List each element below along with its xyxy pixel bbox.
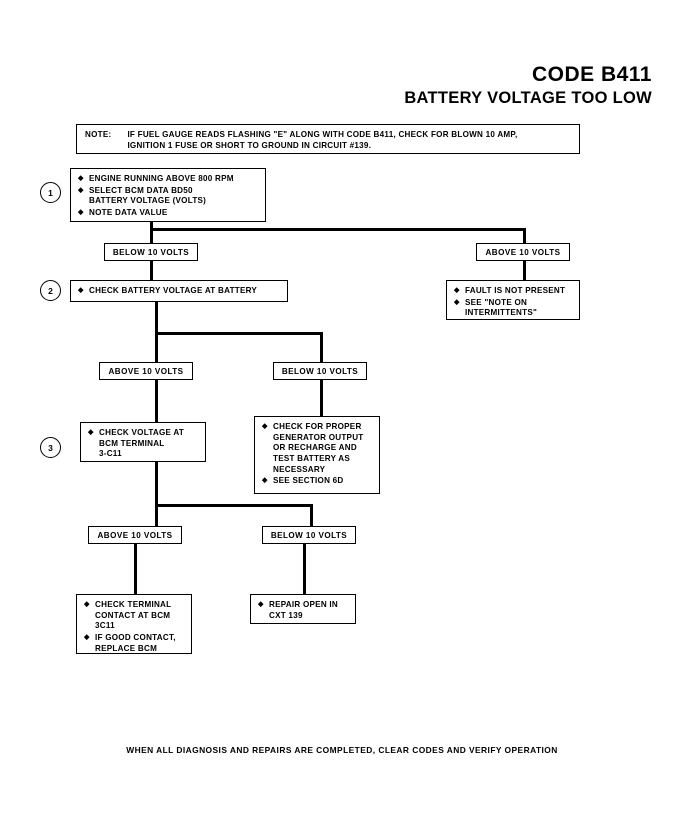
bullet-icon: ◆: [262, 423, 268, 430]
note-line-2: IGNITION 1 FUSE OR SHORT TO GROUND IN CI…: [127, 140, 372, 150]
result-right-bullet-1: ◆ REPAIR OPEN IN CXT 139: [258, 600, 349, 621]
note-box: NOTE: IF FUEL GAUGE READS FLASHING "E" A…: [76, 124, 580, 154]
connector-step2-down: [155, 302, 158, 335]
connector-to-branch2-right: [320, 332, 323, 363]
connector-split-bar-2: [155, 332, 323, 335]
bullet-icon: ◆: [84, 634, 90, 642]
bullet-icon: ◆: [78, 209, 84, 217]
bullet-icon: ◆: [78, 287, 84, 294]
bullet-icon: ◆: [78, 186, 84, 194]
connector-branch2-left-down: [155, 380, 158, 422]
result-left-line-2: CONTACT AT BCM: [95, 610, 171, 620]
branch1-label-right: ABOVE 10 VOLTS: [476, 243, 570, 261]
step2-right-bullet-2-line-2: INTERMITTENTS": [465, 308, 538, 318]
step3-left-line-3: 3-C11: [99, 449, 122, 459]
result-right-line-1: REPAIR OPEN IN: [269, 600, 339, 609]
title-description: BATTERY VOLTAGE TOO LOW: [404, 88, 652, 107]
step3-left-line-2: BCM TERMINAL: [99, 438, 165, 448]
step3-right-line-4: TEST BATTERY AS: [273, 454, 351, 464]
connector-to-branch2-left: [155, 332, 158, 363]
step-marker-1: 1: [40, 182, 61, 203]
connector-to-branch1-right: [523, 228, 526, 244]
step3-left-box: ◆ CHECK VOLTAGE AT BCM TERMINAL 3-C11: [80, 422, 206, 462]
bullet-icon: ◆: [262, 477, 268, 485]
step-marker-2: 2: [40, 280, 61, 301]
note-line-1: IF FUEL GAUGE READS FLASHING "E" ALONG W…: [127, 130, 518, 139]
branch3-label-left: ABOVE 10 VOLTS: [88, 526, 182, 544]
step3-right-bullet-2-text: SEE SECTION 6D: [273, 476, 344, 486]
step3-right-line-5: NECESSARY: [273, 464, 326, 474]
branch1-label-left: BELOW 10 VOLTS: [104, 243, 198, 261]
step1-bullet-2: ◆ SELECT BCM DATA BD50 BATTERY VOLTAGE (…: [78, 186, 259, 207]
step3-left-bullet-1: ◆ CHECK VOLTAGE AT BCM TERMINAL 3-C11: [88, 428, 199, 460]
connector-split-bar-1: [150, 228, 526, 231]
title-code: CODE B411: [531, 63, 652, 86]
step3-right-bullet-2: ◆ SEE SECTION 6D: [262, 476, 373, 487]
connector-branch2-right-down: [320, 380, 323, 416]
note-label: NOTE:: [85, 130, 112, 139]
step3-left-line-1: CHECK VOLTAGE AT: [99, 428, 185, 437]
connector-split-bar-3: [155, 504, 313, 507]
step1-bullet-3: ◆ NOTE DATA VALUE: [78, 208, 259, 219]
step2-left-bullet-1-text: CHECK BATTERY VOLTAGE AT BATTERY: [89, 286, 258, 295]
result-left-line-4: IF GOOD CONTACT,: [95, 633, 176, 643]
page-title: CODE B411 BATTERY VOLTAGE TOO LOW: [404, 63, 652, 108]
step2-right-bullet-1: ◆ FAULT IS NOT PRESENT: [454, 286, 573, 297]
result-left-bullet-2: ◆ IF GOOD CONTACT, REPLACE BCM: [84, 633, 185, 654]
result-left-box: ◆ CHECK TERMINAL CONTACT AT BCM 3C11 ◆ I…: [76, 594, 192, 654]
step1-bullet-1: ◆ ENGINE RUNNING ABOVE 800 RPM: [78, 174, 259, 185]
bullet-icon: ◆: [84, 601, 90, 608]
step2-left-box: ◆ CHECK BATTERY VOLTAGE AT BATTERY: [70, 280, 288, 302]
step2-right-box: ◆ FAULT IS NOT PRESENT ◆ SEE "NOTE ON IN…: [446, 280, 580, 320]
bullet-icon: ◆: [258, 601, 264, 608]
connector-to-branch3-right: [310, 504, 313, 527]
footer-note: WHEN ALL DIAGNOSIS AND REPAIRS ARE COMPL…: [126, 745, 558, 755]
connector-branch1-right-down: [523, 261, 526, 280]
step1-bullet-2-line-2: BATTERY VOLTAGE (VOLTS): [89, 196, 207, 206]
step1-bullet-3-text: NOTE DATA VALUE: [89, 208, 168, 218]
result-left-line-1: CHECK TERMINAL: [95, 600, 172, 609]
result-left-line-5: REPLACE BCM: [95, 643, 158, 653]
connector-branch1-left-down: [150, 261, 153, 280]
branch2-label-left: ABOVE 10 VOLTS: [99, 362, 193, 380]
connector-branch3-right-down: [303, 544, 306, 594]
branch3-label-right: BELOW 10 VOLTS: [262, 526, 356, 544]
connector-to-branch3-left: [155, 504, 158, 527]
step-marker-3: 3: [40, 437, 61, 458]
result-left-line-3: 3C11: [95, 621, 115, 631]
bullet-icon: ◆: [454, 298, 460, 306]
note-text: IF FUEL GAUGE READS FLASHING "E" ALONG W…: [127, 130, 571, 151]
step2-left-bullet-1: ◆ CHECK BATTERY VOLTAGE AT BATTERY: [78, 286, 281, 297]
step3-right-line-2: GENERATOR OUTPUT: [273, 432, 364, 442]
step2-right-bullet-1-text: FAULT IS NOT PRESENT: [465, 286, 566, 295]
step1-box: ◆ ENGINE RUNNING ABOVE 800 RPM ◆ SELECT …: [70, 168, 266, 222]
connector-branch3-left-down: [134, 544, 137, 594]
step1-bullet-1-text: ENGINE RUNNING ABOVE 800 RPM: [89, 174, 234, 183]
result-right-line-2: CXT 139: [269, 610, 303, 620]
step2-right-bullet-2: ◆ SEE "NOTE ON INTERMITTENTS": [454, 298, 573, 319]
branch2-label-right: BELOW 10 VOLTS: [273, 362, 367, 380]
bullet-icon: ◆: [88, 429, 94, 436]
step3-right-line-3: OR RECHARGE AND: [273, 443, 357, 453]
step3-right-line-1: CHECK FOR PROPER: [273, 422, 362, 431]
bullet-icon: ◆: [78, 175, 84, 182]
result-left-bullet-1: ◆ CHECK TERMINAL CONTACT AT BCM 3C11: [84, 600, 185, 632]
step2-right-bullet-2-line-1: SEE "NOTE ON: [465, 297, 528, 307]
bullet-icon: ◆: [454, 287, 460, 294]
step3-right-bullet-1: ◆ CHECK FOR PROPER GENERATOR OUTPUT OR R…: [262, 422, 373, 475]
result-right-box: ◆ REPAIR OPEN IN CXT 139: [250, 594, 356, 624]
step3-right-box: ◆ CHECK FOR PROPER GENERATOR OUTPUT OR R…: [254, 416, 380, 494]
connector-step3-down: [155, 462, 158, 507]
connector-step1-down: [150, 222, 153, 230]
step1-bullet-2-line-1: SELECT BCM DATA BD50: [89, 185, 193, 195]
connector-to-branch1-left: [150, 228, 153, 244]
